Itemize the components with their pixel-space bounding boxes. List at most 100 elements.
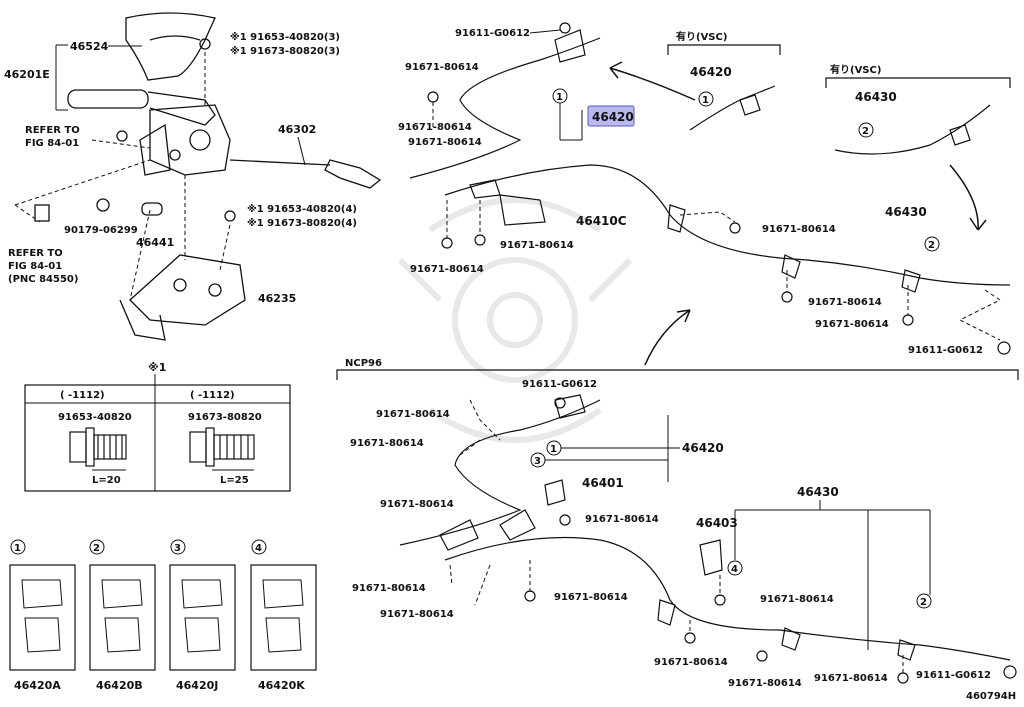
vsc-part-46420: 46420 <box>690 65 732 79</box>
part-label-46524: 46524 <box>70 40 109 53</box>
vsc-label-b: 有り(VSC) <box>830 63 881 76</box>
ncp96-label: NCP96 <box>345 358 382 369</box>
circled-callout-2[interactable]: 2 <box>858 122 874 138</box>
vsc-part-46430: 46430 <box>855 90 897 104</box>
circled-callout-2[interactable]: 2 <box>916 593 932 609</box>
part-label-46410C: 46410C <box>576 214 627 228</box>
vsc-variant-b <box>825 77 1011 155</box>
ref-label: 91671-80614 <box>398 122 472 133</box>
svg-text:3: 3 <box>174 543 181 554</box>
ref-label: 91671-80614 <box>654 657 728 668</box>
ref-label: 91611-G0612 <box>522 379 597 390</box>
svg-text:2: 2 <box>928 240 935 251</box>
svg-text:46420: 46420 <box>592 110 634 124</box>
ref-label: 91611-G0612 <box>916 670 991 681</box>
circled-callout-1[interactable]: 1 <box>546 440 562 456</box>
ref-label: 91671-80614 <box>815 319 889 330</box>
kit-box-1[interactable]: 1 46420A <box>9 539 76 692</box>
svg-text:2: 2 <box>920 597 927 608</box>
top-cable-labels: 91611-G0612 91671-80614 91671-80614 9167… <box>398 28 983 356</box>
kit-boxes: 1 46420A 2 46420B 3 46420J 4 46420K <box>9 539 317 692</box>
note-col1-part: 91653-40820 <box>58 412 132 423</box>
ref-label: 91611-G0612 <box>455 28 530 39</box>
note-col1-header: ( -1112) <box>60 390 105 401</box>
refer-text-3: REFER TO <box>8 248 63 259</box>
svg-text:1: 1 <box>14 543 21 554</box>
ref-label: 91671-80614 <box>808 297 882 308</box>
ref-label: 91671-80614 <box>380 499 454 510</box>
part-label-46441: 46441 <box>136 236 174 249</box>
svg-text:2: 2 <box>93 543 100 554</box>
watermark-emblem <box>397 197 633 443</box>
ref-label: 91611-G0612 <box>908 345 983 356</box>
circled-callout-3[interactable]: 3 <box>530 452 546 468</box>
vsc-variant-a <box>667 44 781 131</box>
part-label-46403: 46403 <box>696 516 738 530</box>
note-mid-1: ※1 91653-40820(4) <box>247 203 357 215</box>
ref-label: 91671-80614 <box>760 594 834 605</box>
part-label-46420-highlighted[interactable]: 46420 <box>587 105 635 127</box>
note-table-title: ※1 <box>148 361 166 374</box>
note-table: ※1 ( -1112) ( -1112) 91653-40820 91673-8… <box>24 361 291 492</box>
ref-label: 91671-80614 <box>352 583 426 594</box>
ref-label: 91671-80614 <box>728 678 802 689</box>
kit-label-46420A: 46420A <box>14 679 61 692</box>
note-col2-part: 91673-80820 <box>188 412 262 423</box>
part-label-46235: 46235 <box>258 292 296 305</box>
part-label-46430: 46430 <box>797 485 839 499</box>
ref-label: 91671-80614 <box>814 673 888 684</box>
note-col2-header: ( -1112) <box>190 390 235 401</box>
refer-text-1: REFER TO <box>25 125 80 136</box>
ref-label: 91671-80614 <box>350 438 424 449</box>
part-label-46430: 46430 <box>885 205 927 219</box>
circled-callout-2[interactable]: 2 <box>924 236 940 252</box>
circled-callout-1[interactable]: 1 <box>698 91 714 107</box>
ncp96-section: NCP96 <box>336 358 1019 380</box>
top-dashed-guides <box>432 102 1001 341</box>
svg-text:1: 1 <box>702 95 709 106</box>
note-mid-2: ※1 91673-80820(4) <box>247 217 357 229</box>
kit-box-4[interactable]: 4 46420K <box>250 539 317 692</box>
svg-text:3: 3 <box>534 456 541 467</box>
bolt-short-drawing <box>69 427 127 467</box>
part-label-46401: 46401 <box>582 476 624 490</box>
part-label-46302: 46302 <box>278 123 316 136</box>
refer-text-4: FIG 84-01 <box>8 261 62 272</box>
part-label-46201E: 46201E <box>4 68 50 81</box>
circled-callout-4[interactable]: 4 <box>727 560 743 576</box>
ref-label: 91671-80614 <box>585 514 659 525</box>
ncp96-dashed-guides <box>449 399 904 674</box>
part-label-46420: 46420 <box>682 441 724 455</box>
circled-callout-1[interactable]: 1 <box>552 88 568 104</box>
ref-label: 91671-80614 <box>405 62 479 73</box>
note-col1-length: L=20 <box>92 475 121 486</box>
kit-label-46420K: 46420K <box>258 679 305 692</box>
ncp96-cable-drawing <box>399 394 1017 684</box>
ref-label: 91671-80614 <box>762 224 836 235</box>
lever-dashed-guides <box>14 52 231 301</box>
kit-label-46420J: 46420J <box>176 679 218 692</box>
refer-text-2: FIG 84-01 <box>25 138 79 149</box>
lever-assembly-drawing <box>34 12 382 341</box>
vsc-label-a: 有り(VSC) <box>676 30 727 43</box>
refer-text-5: (PNC 84550) <box>8 274 78 285</box>
part-label-90179: 90179-06299 <box>64 225 138 236</box>
svg-text:1: 1 <box>556 92 563 103</box>
top-cable-drawing <box>409 22 1011 355</box>
ncp96-labels: 91611-G0612 91671-80614 91671-80614 1 3 … <box>350 379 991 689</box>
ref-label: 91671-80614 <box>376 409 450 420</box>
svg-text:4: 4 <box>255 543 262 554</box>
note-top-2: ※1 91673-80820(3) <box>230 45 340 57</box>
bolt-long-drawing <box>189 427 255 467</box>
svg-text:1: 1 <box>550 444 557 455</box>
ref-label: 91671-80614 <box>410 264 484 275</box>
kit-box-2[interactable]: 2 46420B <box>89 539 156 692</box>
ref-label: 91671-80614 <box>500 240 574 251</box>
direction-arrows <box>609 61 987 366</box>
kit-box-3[interactable]: 3 46420J <box>169 539 236 692</box>
note-col2-length: L=25 <box>220 475 249 486</box>
note-top-1: ※1 91653-40820(3) <box>230 31 340 43</box>
diagram-id: 460794H <box>966 691 1016 702</box>
kit-label-46420B: 46420B <box>96 679 143 692</box>
